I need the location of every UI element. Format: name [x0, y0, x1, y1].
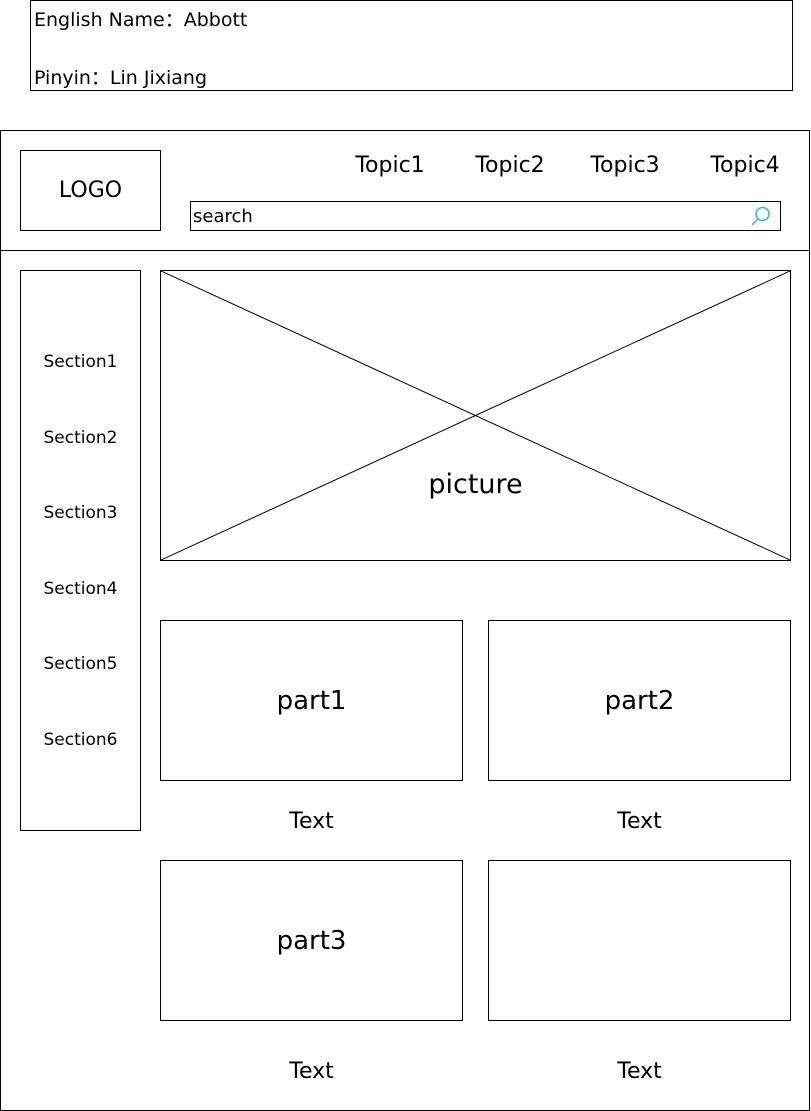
- part-caption-2: Text: [617, 809, 662, 834]
- sidebar-item-section2[interactable]: Section2: [43, 428, 118, 448]
- logo[interactable]: LOGO: [20, 150, 161, 231]
- picture-placeholder: picture: [160, 270, 791, 561]
- nav-topic-2[interactable]: Topic2: [475, 153, 545, 178]
- sidebar-item-section4[interactable]: Section4: [43, 579, 118, 599]
- english-name-text: English Name：Abbott: [34, 9, 248, 31]
- sidebar-item-section5[interactable]: Section5: [43, 654, 118, 674]
- picture-label: picture: [428, 469, 523, 500]
- search-bar: [190, 201, 781, 231]
- part-card-1[interactable]: part1: [160, 620, 463, 781]
- part-card-2[interactable]: part2: [488, 620, 791, 781]
- sidebar: Section1 Section2 Section3 Section4 Sect…: [20, 270, 141, 831]
- sidebar-item-section6[interactable]: Section6: [43, 730, 118, 750]
- header-divider: [0, 250, 810, 251]
- part-caption-3: Text: [289, 1059, 334, 1084]
- picture-cross-lines: [161, 271, 790, 560]
- search-input[interactable]: [191, 202, 743, 230]
- info-box: English Name：Abbott Pinyin：Lin Jixiang: [30, 0, 793, 91]
- part-caption-4: Text: [617, 1059, 662, 1084]
- nav-topic-3[interactable]: Topic3: [590, 153, 660, 178]
- sidebar-item-section1[interactable]: Section1: [43, 352, 118, 372]
- nav-topic-1[interactable]: Topic1: [355, 153, 425, 178]
- sidebar-item-section3[interactable]: Section3: [43, 503, 118, 523]
- search-icon[interactable]: [750, 205, 772, 227]
- nav-topic-4[interactable]: Topic4: [710, 153, 780, 178]
- pinyin-text: Pinyin：Lin Jixiang: [34, 67, 208, 89]
- part-card-3[interactable]: part3: [160, 860, 463, 1021]
- part-card-4[interactable]: [488, 860, 791, 1021]
- part-caption-1: Text: [289, 809, 334, 834]
